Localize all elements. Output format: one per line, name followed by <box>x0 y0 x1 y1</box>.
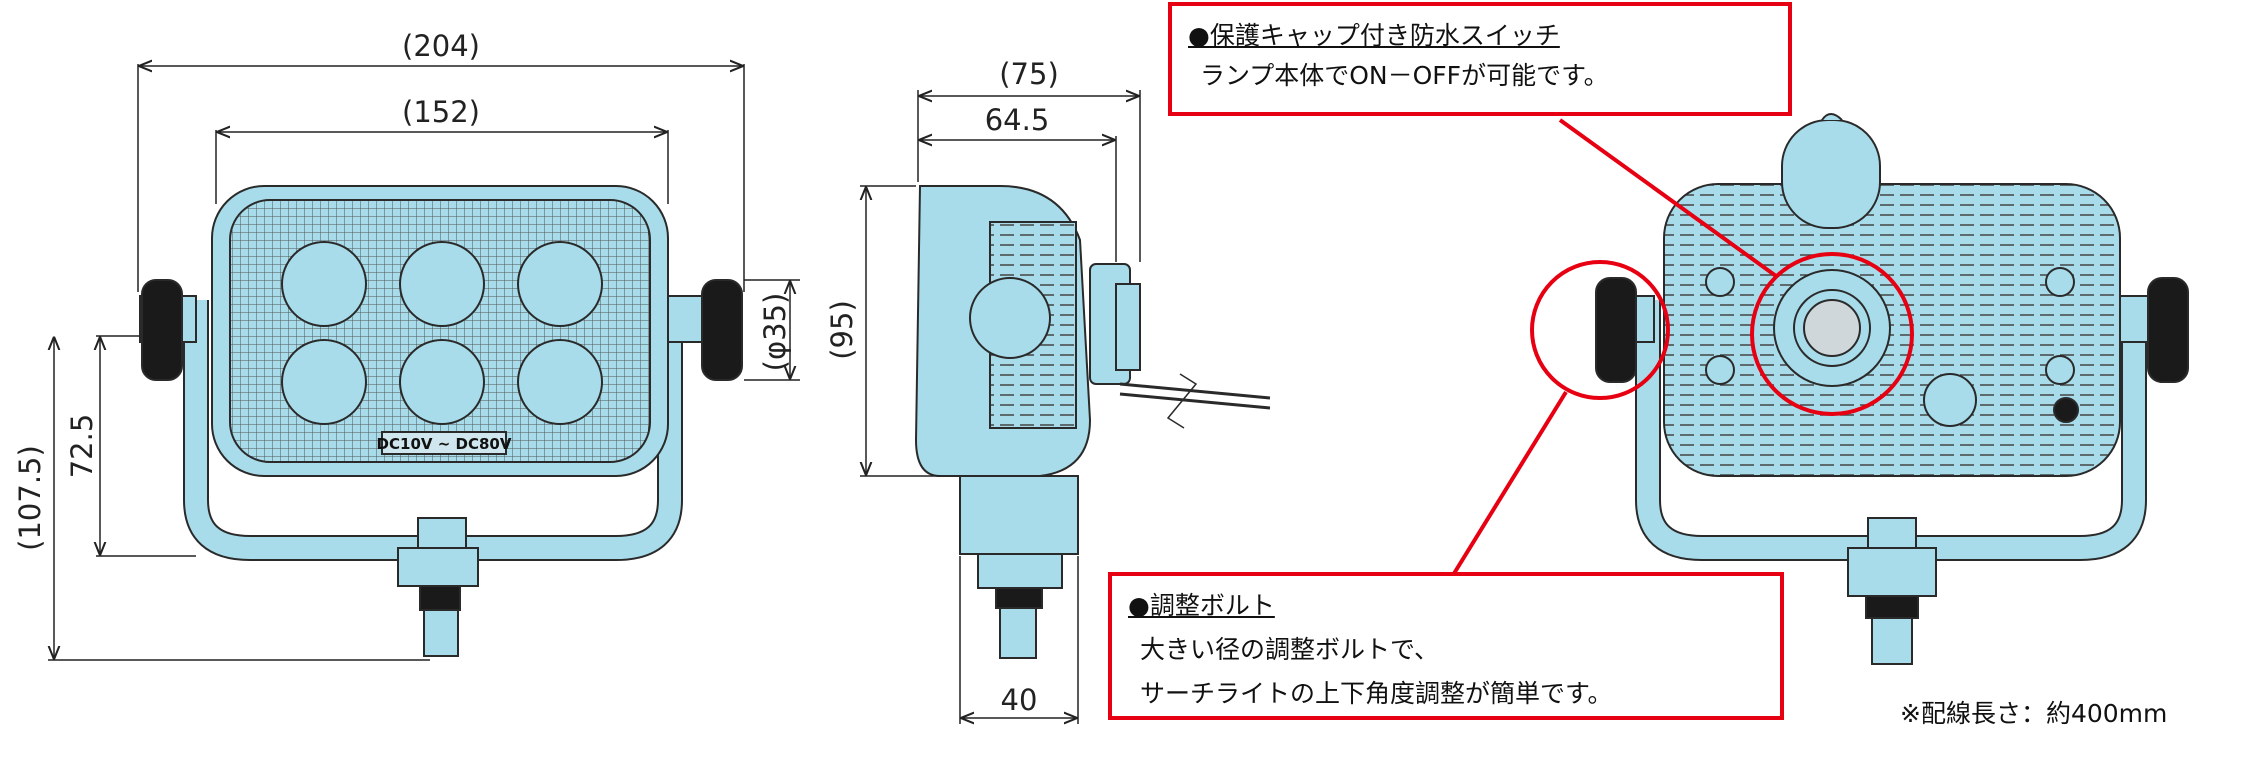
led-array <box>281 241 603 425</box>
bolt-callout: ●調整ボルト 大きい径の調整ボルトで、 サーチライトの上下角度調整が簡単です。 <box>1108 572 1784 720</box>
rear-right-knob <box>2119 277 2189 383</box>
dim-side-height: (95) <box>825 300 859 360</box>
dim-side-depth-overall: (75) <box>999 57 1059 91</box>
side-view <box>914 185 1271 659</box>
mount-block <box>417 517 467 549</box>
front-view: DC10V ~ DC80V <box>139 185 743 657</box>
side-dimensions <box>860 90 1141 724</box>
front-dimensions <box>48 64 800 661</box>
left-knob <box>139 279 197 381</box>
connector <box>1923 373 1977 427</box>
bolt-callout-title: ●調整ボルト <box>1128 591 1275 620</box>
bolt-leader-line <box>1448 390 1568 582</box>
bolt-highlight-circle <box>1530 260 1670 400</box>
right-knob <box>667 279 743 381</box>
bolt-callout-line-2: サーチライトの上下角度調整が簡単です。 <box>1140 679 1613 708</box>
switch-callout: ●保護キャップ付き防水スイッチ ランプ本体でON－OFFが可能です。 <box>1168 2 1792 116</box>
switch-callout-line-1: ランプ本体でON－OFFが可能です。 <box>1200 61 1609 90</box>
dim-bracket-height: 72.5 <box>65 414 99 479</box>
voltage-label: DC10V ~ DC80V <box>377 435 512 453</box>
dim-total-height: (107.5) <box>13 445 47 551</box>
switch-button <box>1803 299 1861 357</box>
switch-highlight-circle <box>1750 252 1914 416</box>
dim-base-width: 40 <box>1001 683 1038 717</box>
dim-side-depth-body: 64.5 <box>985 103 1050 137</box>
side-knob <box>969 277 1051 359</box>
wire-length-note: ※配線長さ：約400mm <box>1900 699 2168 728</box>
switch-cap <box>1781 119 1881 229</box>
bolt-callout-line-1: 大きい径の調整ボルトで、 <box>1140 635 1440 664</box>
switch-callout-title: ●保護キャップ付き防水スイッチ <box>1188 21 1560 50</box>
dim-lens-width: (152) <box>402 95 480 129</box>
switch-leader-line <box>1558 118 1778 278</box>
rear-view <box>1595 113 2189 665</box>
dim-knob-diameter: (φ35) <box>758 293 792 372</box>
highlight-markers <box>1448 118 1914 582</box>
rear-left-knob <box>1595 277 1655 383</box>
dim-overall-width: (204) <box>402 29 480 63</box>
rear-heatsink <box>1663 183 2121 477</box>
